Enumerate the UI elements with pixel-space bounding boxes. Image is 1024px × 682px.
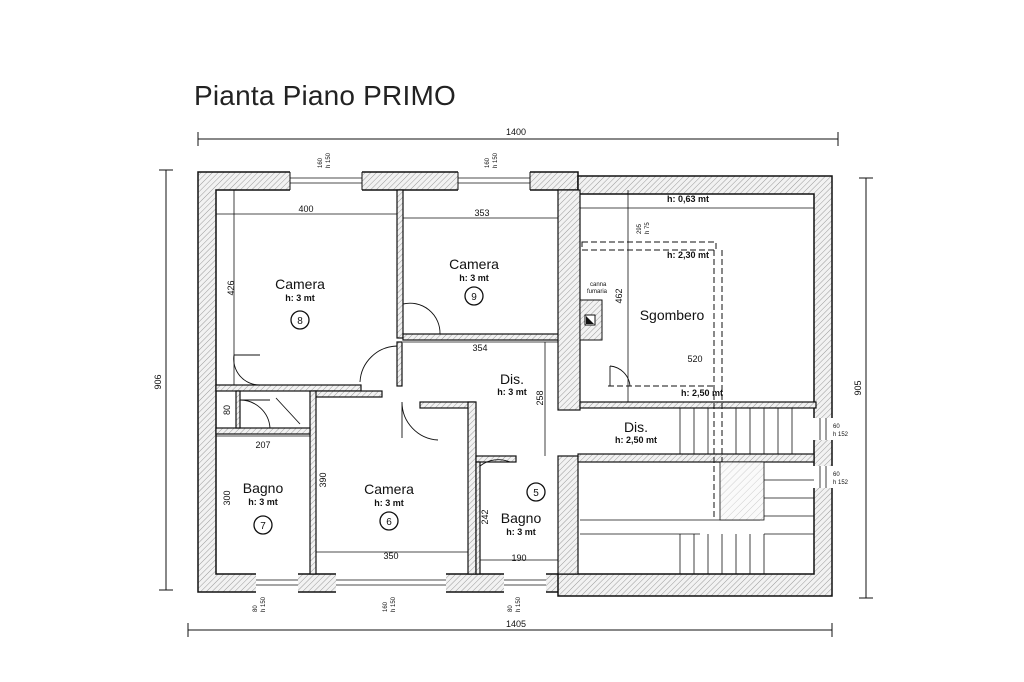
room-number: 6 — [386, 517, 392, 528]
dim-camera8-depth: 426 — [226, 280, 236, 295]
canna-label: canna — [590, 282, 607, 288]
top-windows: 160 h 150 160 h 150 — [289, 152, 531, 191]
room-height-c: h: 2,50 mt — [681, 388, 723, 398]
room-camera-9: Camera h: 3 mt 9 — [449, 256, 499, 306]
dim-bagno7-depth: 300 — [222, 490, 232, 505]
room-name: Dis. — [624, 419, 648, 435]
right-windows: 60 h 152 60 h 152 — [813, 418, 849, 488]
dim-closet: 80 — [222, 405, 232, 415]
bottom-windows: 80 h 150 160 h 150 80 h 150 — [253, 573, 546, 612]
dimension-left: 906 — [153, 169, 173, 591]
room-name: Bagno — [501, 510, 542, 526]
room-name: Camera — [449, 256, 499, 272]
room-height: h: 3 mt — [248, 497, 278, 507]
room-height: h: 3 mt — [374, 498, 404, 508]
room-name: Bagno — [243, 480, 284, 496]
w3-width: 80 — [253, 605, 259, 612]
room-bagno-7: Bagno h: 3 mt 7 — [243, 480, 284, 535]
w8-width: 60 — [833, 472, 840, 478]
dim-dis-width: 354 — [472, 343, 487, 353]
room-height: h: 3 mt — [285, 293, 315, 303]
w4-width: 160 — [383, 601, 389, 612]
w8-height: h 152 — [833, 480, 849, 486]
w4-height: h 150 — [391, 596, 397, 612]
dim-sgombero-width: 520 — [687, 354, 702, 364]
dim-right-total: 905 — [853, 380, 863, 395]
w3-height: h 150 — [261, 596, 267, 612]
w7-height: h 152 — [833, 432, 849, 438]
w6-height: h 75 — [645, 222, 651, 234]
w6-width: 295 — [637, 223, 643, 234]
room-height: h: 3 mt — [497, 387, 527, 397]
dim-camera6-depth: 390 — [318, 472, 328, 487]
doors — [233, 302, 631, 496]
room-height-a: h: 0,63 mt — [667, 194, 709, 204]
interior-walls — [215, 189, 817, 575]
room-dis-2: Dis. h: 2,50 mt — [615, 419, 657, 445]
plan-title: Pianta Piano PRIMO — [194, 80, 456, 111]
w2-width: 160 — [485, 157, 491, 168]
w7-width: 60 — [833, 424, 840, 430]
thin-lines — [216, 190, 814, 561]
room-dimensions: 400 426 353 520 462 354 258 207 300 350 … — [222, 204, 703, 563]
dim-camera6-width: 350 — [383, 551, 398, 561]
fumaria-label: fumaria — [587, 289, 608, 295]
dim-bagno5-width: 190 — [511, 553, 526, 563]
room-dis-1: Dis. h: 3 mt — [497, 371, 527, 397]
dim-dis-depth: 258 — [535, 390, 545, 405]
dim-left-total: 906 — [153, 374, 163, 389]
room-name: Dis. — [500, 371, 524, 387]
w2-height: h 150 — [493, 152, 499, 168]
w1-height: h 150 — [326, 152, 332, 168]
room-height: h: 3 mt — [506, 527, 536, 537]
room-number: 7 — [260, 521, 266, 532]
dim-bottom-total: 1405 — [506, 619, 526, 629]
room-number: 8 — [297, 316, 303, 327]
room-bagno-5: 5 Bagno h: 3 mt — [501, 482, 546, 537]
dim-bagno7-width: 207 — [255, 440, 270, 450]
dim-camera9-width: 353 — [474, 208, 489, 218]
room-number: 9 — [471, 292, 477, 303]
room-height: h: 3 mt — [459, 273, 489, 283]
room-height-b: h: 2,30 mt — [667, 250, 709, 260]
room-sgombero: Sgombero h: 0,63 mt h: 2,30 mt h: 2,50 m… — [640, 194, 723, 398]
chimney: canna fumaria — [579, 282, 608, 341]
w5-height: h 150 — [516, 596, 522, 612]
room-number: 5 — [533, 488, 539, 499]
dimension-right: 905 — [853, 177, 873, 599]
room-name: Camera — [364, 481, 414, 497]
w5-width: 80 — [508, 605, 514, 612]
room-camera-8: Camera h: 3 mt 8 — [275, 276, 325, 330]
stairs — [679, 408, 814, 574]
dimension-bottom: 1405 — [187, 619, 833, 637]
dim-sgombero-depth: 462 — [614, 288, 624, 303]
dim-top-total: 1400 — [506, 127, 526, 137]
room-name: Camera — [275, 276, 325, 292]
dim-camera8-width: 400 — [298, 204, 313, 214]
dim-bagno5-depth: 242 — [480, 509, 490, 524]
w1-width: 160 — [318, 157, 324, 168]
dimension-top: 1400 — [197, 127, 839, 146]
room-name: Sgombero — [640, 307, 705, 323]
room-height: h: 2,50 mt — [615, 435, 657, 445]
room-camera-6: Camera h: 3 mt 6 — [364, 481, 414, 531]
